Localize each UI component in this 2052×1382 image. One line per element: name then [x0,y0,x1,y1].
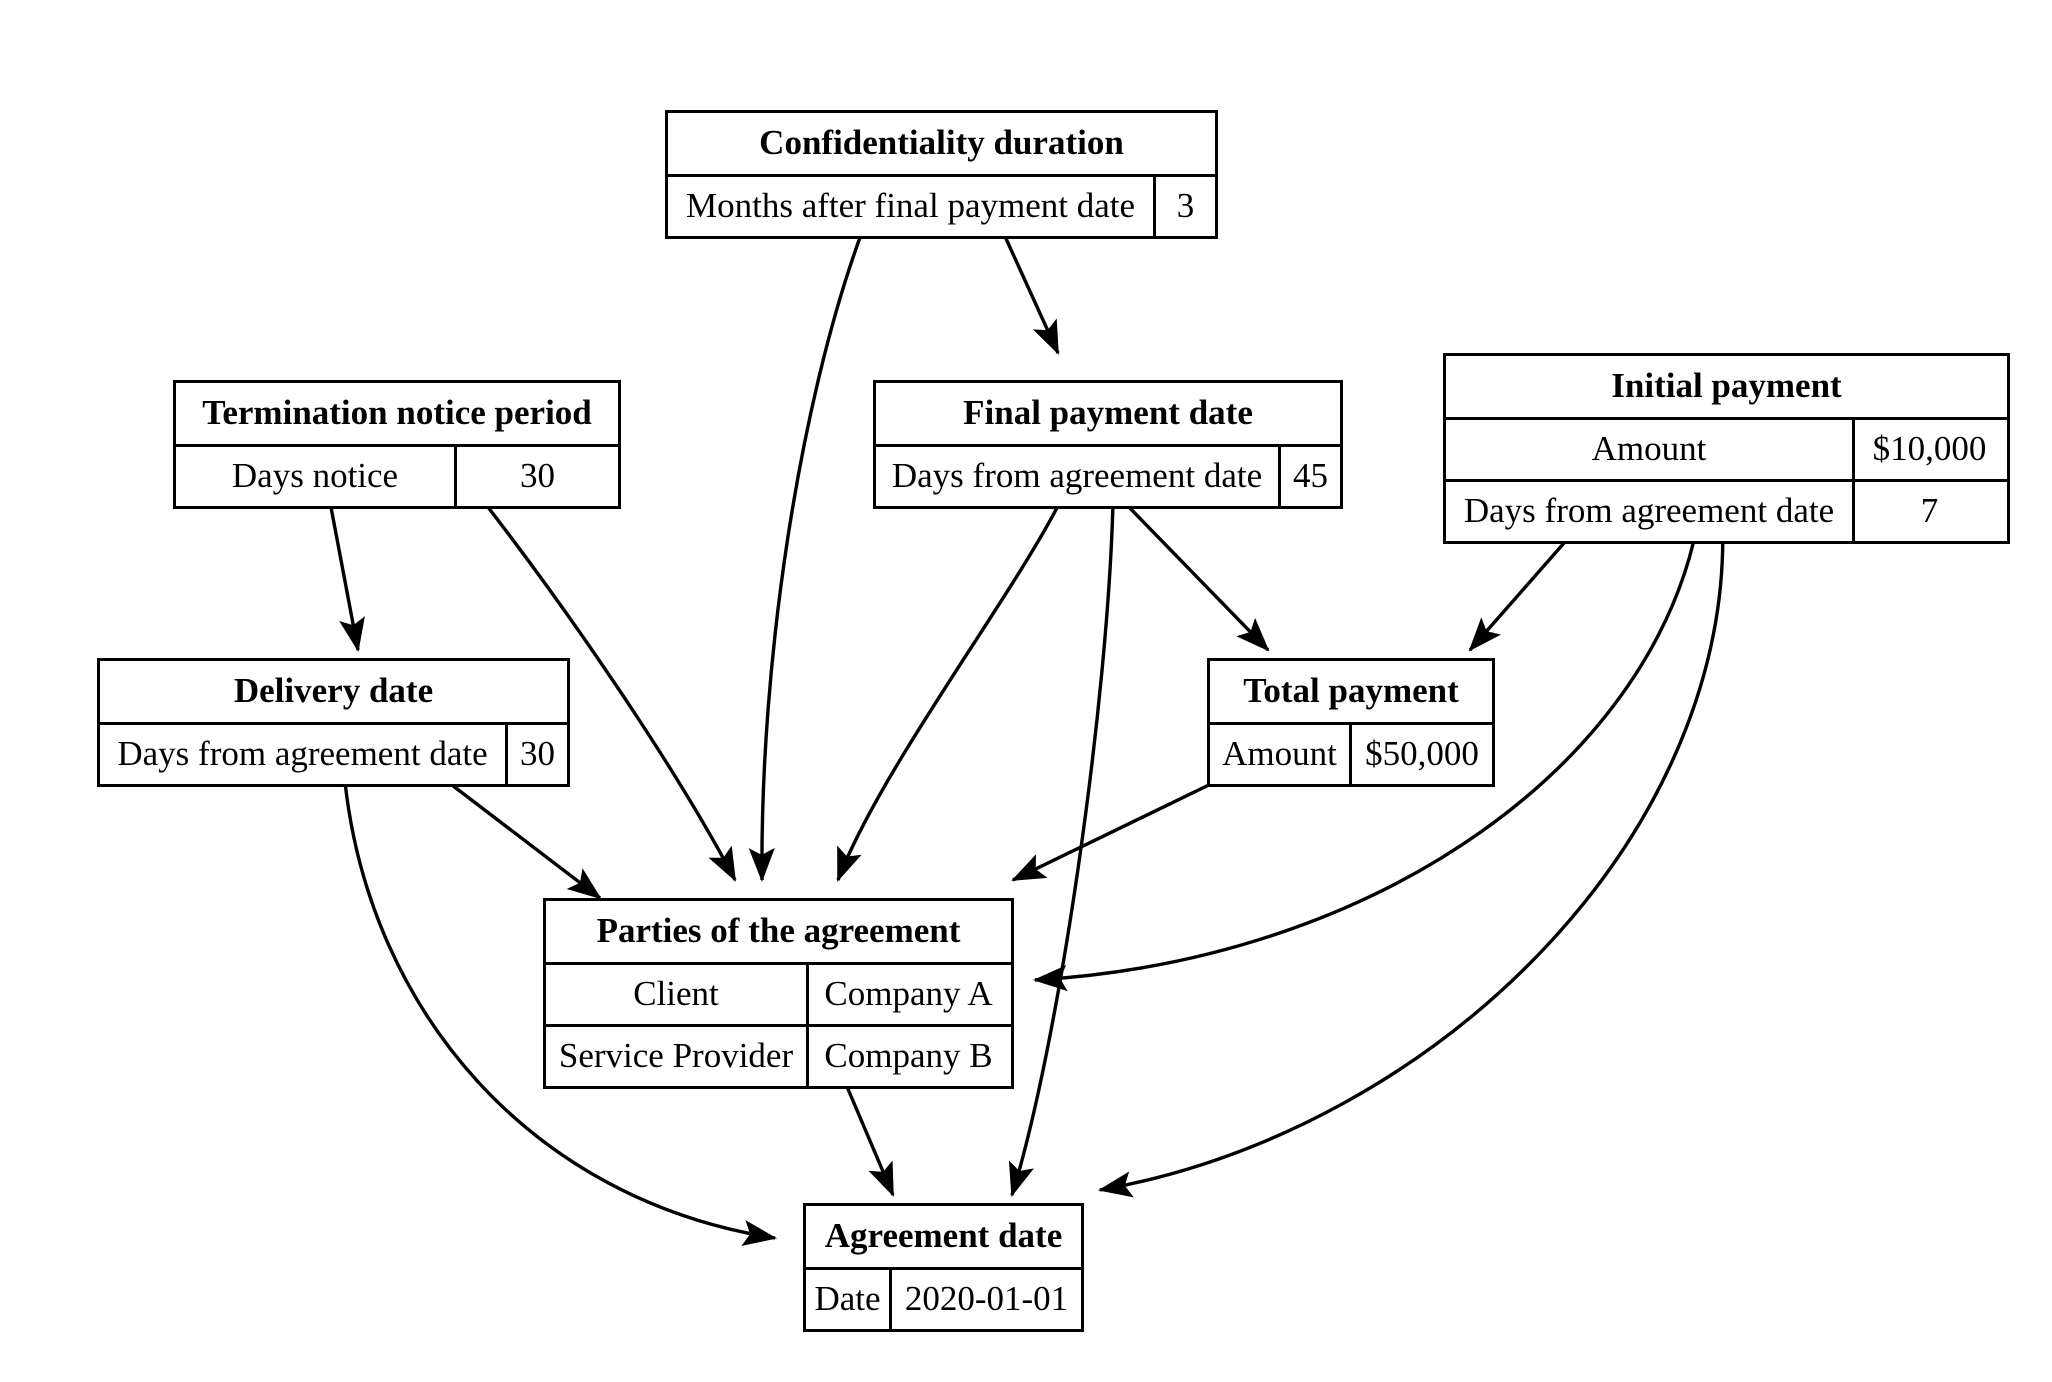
row-value: 2020-01-01 [904,1279,1069,1318]
row-value: Company A [824,974,993,1013]
edge-final-payment-date-to-agreement-date [1008,501,1115,1197]
node-initial-payment[interactable]: Initial payment Amount $10,000 Days from… [1443,353,2010,544]
row-value: 30 [520,734,555,773]
node-parties-of-the-agreement[interactable]: Parties of the agreement Client Company … [543,898,1014,1089]
node-row: Amount $50,000 [1210,725,1492,784]
node-confidentiality-duration[interactable]: Confidentiality duration Months after fi… [665,110,1218,239]
node-title: Termination notice period [176,383,618,447]
node-title: Initial payment [1446,356,2007,420]
row-key: Amount [1210,725,1352,784]
row-key: Days notice [176,447,457,506]
node-row: Days from agreement date 45 [876,447,1340,506]
node-title: Confidentiality duration [668,113,1215,177]
node-title: Agreement date [806,1206,1081,1270]
row-value: Company B [824,1036,993,1075]
node-title: Delivery date [100,661,567,725]
node-row: Date 2020-01-01 [806,1270,1081,1329]
node-row: Months after final payment date 3 [668,177,1215,236]
node-row: Client Company A [546,965,1011,1024]
edge-confidentiality-duration-to-parties-of-the-agreement [748,231,864,883]
edge-final-payment-date-to-parties-of-the-agreement [836,501,1062,882]
node-row: Days notice 30 [176,447,618,506]
node-total-payment[interactable]: Total payment Amount $50,000 [1207,658,1495,787]
node-row: Days from agreement date 30 [100,725,567,784]
edge-termination-notice-period-to-delivery-date [328,501,365,653]
row-value: 3 [1176,186,1195,225]
edge-confidentiality-duration-to-final-payment-date [1001,231,1060,355]
edge-parties-of-the-agreement-to-agreement-date [843,1081,895,1197]
node-title: Final payment date [876,383,1340,447]
edge-total-payment-to-parties-of-the-agreement [1011,780,1216,882]
node-termination-notice-period[interactable]: Termination notice period Days notice 30 [173,380,621,509]
edge-initial-payment-to-agreement-date [1097,509,1725,1198]
edge-delivery-date-to-parties-of-the-agreement [446,780,602,900]
row-value: $10,000 [1872,429,1987,468]
row-key: Days from agreement date [100,725,508,784]
row-value: 7 [1920,491,1939,530]
row-key: Client [546,965,809,1024]
node-row: Amount $10,000 [1446,420,2007,479]
row-value: 45 [1293,456,1328,495]
row-value: 30 [520,456,555,495]
row-key: Days from agreement date [876,447,1281,506]
node-row: Service Provider Company B [546,1024,1011,1086]
node-title: Parties of the agreement [546,901,1011,965]
edge-final-payment-date-to-total-payment [1122,500,1270,652]
row-key: Amount [1446,420,1855,479]
node-agreement-date[interactable]: Agreement date Date 2020-01-01 [803,1203,1084,1332]
node-row: Days from agreement date 7 [1446,479,2007,541]
row-key: Date [806,1270,892,1329]
row-key: Days from agreement date [1446,482,1855,541]
row-key: Months after final payment date [668,177,1156,236]
row-key: Service Provider [546,1027,809,1086]
node-final-payment-date[interactable]: Final payment date Days from agreement d… [873,380,1343,509]
row-value: $50,000 [1365,734,1479,773]
node-delivery-date[interactable]: Delivery date Days from agreement date 3… [97,658,570,787]
node-title: Total payment [1210,661,1492,725]
